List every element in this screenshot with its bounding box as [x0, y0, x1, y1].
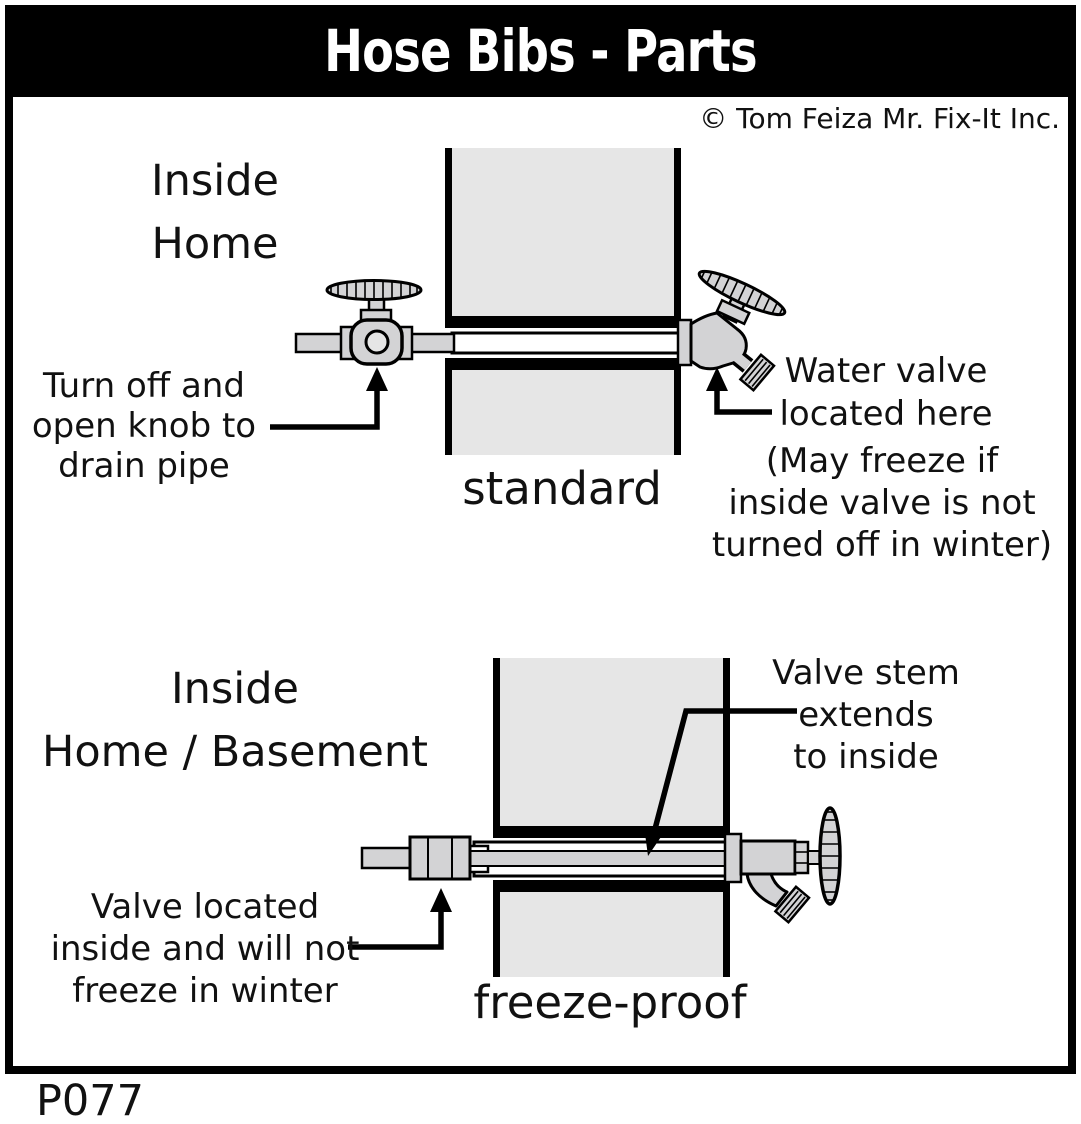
valve-stem-note: Valve stem extends to inside [772, 653, 960, 777]
water-valve-note: Water valve located here [779, 351, 993, 434]
standard-diagram [270, 148, 787, 455]
freezeproof-diagram [348, 658, 842, 977]
wall-upper-standard [445, 148, 681, 328]
type-label-freezeproof: freeze-proof [473, 976, 747, 1029]
standard-hose-bib [676, 269, 787, 393]
location-label-standard: Inside Home [150, 156, 280, 269]
type-label-standard: standard [462, 462, 662, 515]
wheel-handle-icon [818, 806, 842, 906]
bib-handle-icon [697, 269, 787, 317]
valve-located-arrow [348, 888, 452, 950]
inside-shutoff-valve [325, 279, 423, 366]
title-bar: Hose Bibs - Parts [5, 5, 1076, 97]
pipe-through-wall [450, 331, 686, 355]
hose-thread-tip [738, 353, 776, 393]
location-label-freezeproof: Inside Home / Basement [42, 664, 428, 777]
wall-upper-freezeproof [493, 658, 730, 838]
valve-stem [467, 850, 743, 867]
pipe-segment [407, 332, 456, 354]
supply-pipe-basement [360, 846, 414, 870]
page-title: Hose Bibs - Parts [324, 17, 758, 85]
inside-coupling-valve [408, 835, 472, 881]
valve-located-note: Valve located inside and will not freeze… [50, 887, 360, 1011]
copyright-text: © Tom Feiza Mr. Fix-It Inc. [699, 102, 1060, 135]
wall-lower-standard [445, 358, 681, 455]
hose-thread-tip [773, 885, 811, 925]
freezeproof-hose-bib [723, 806, 842, 925]
valve-handle-icon [325, 279, 423, 301]
drain-cap [364, 329, 390, 355]
drain-note-arrow [270, 367, 388, 430]
wall-lower-freezeproof [493, 880, 730, 977]
stem-note-leader [644, 708, 797, 856]
valve-note-arrow [706, 367, 772, 415]
figure-code: P077 [36, 1076, 145, 1124]
freeze-warning-note: (May freeze if inside valve is not turne… [711, 441, 1053, 565]
drain-note: Turn off and open knob to drain pipe [31, 366, 257, 486]
